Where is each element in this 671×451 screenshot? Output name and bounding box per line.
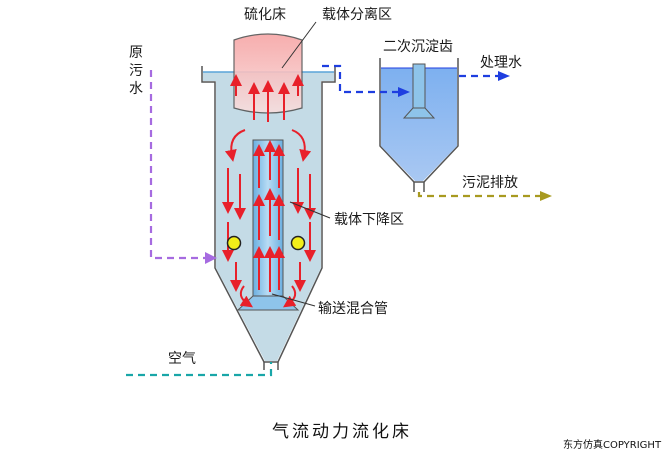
secondary-clarifier: [379, 58, 459, 192]
copyright-text: 东方仿真COPYRIGHT: [563, 440, 662, 451]
label-conveying-mixing-pipe: 输送混合管: [318, 301, 388, 317]
label-carrier-separation-zone: 载体分离区: [322, 7, 392, 23]
label-raw-sewage: 原污水: [129, 45, 143, 97]
label-secondary-clarifier: 二次沉淀齿: [383, 39, 453, 55]
air-diffusers: [226, 235, 306, 251]
leader-lines: [271, 21, 331, 307]
flow-arrows: [222, 74, 316, 308]
label-fluidized-bed: 硫化床: [244, 7, 286, 23]
label-sludge-discharge: 污泥排放: [462, 175, 518, 191]
diagram-caption: 气流动力流化床: [272, 422, 412, 442]
label-carrier-descending-zone: 载体下降区: [334, 212, 404, 228]
treated-water-line: [459, 71, 510, 81]
label-air: 空气: [168, 351, 196, 367]
raw-sewage-line: [149, 70, 217, 264]
sludge-discharge-line: [417, 191, 552, 201]
air-line: [126, 362, 273, 377]
label-treated-water: 处理水: [480, 55, 522, 71]
treated-connection-line: [322, 64, 410, 97]
